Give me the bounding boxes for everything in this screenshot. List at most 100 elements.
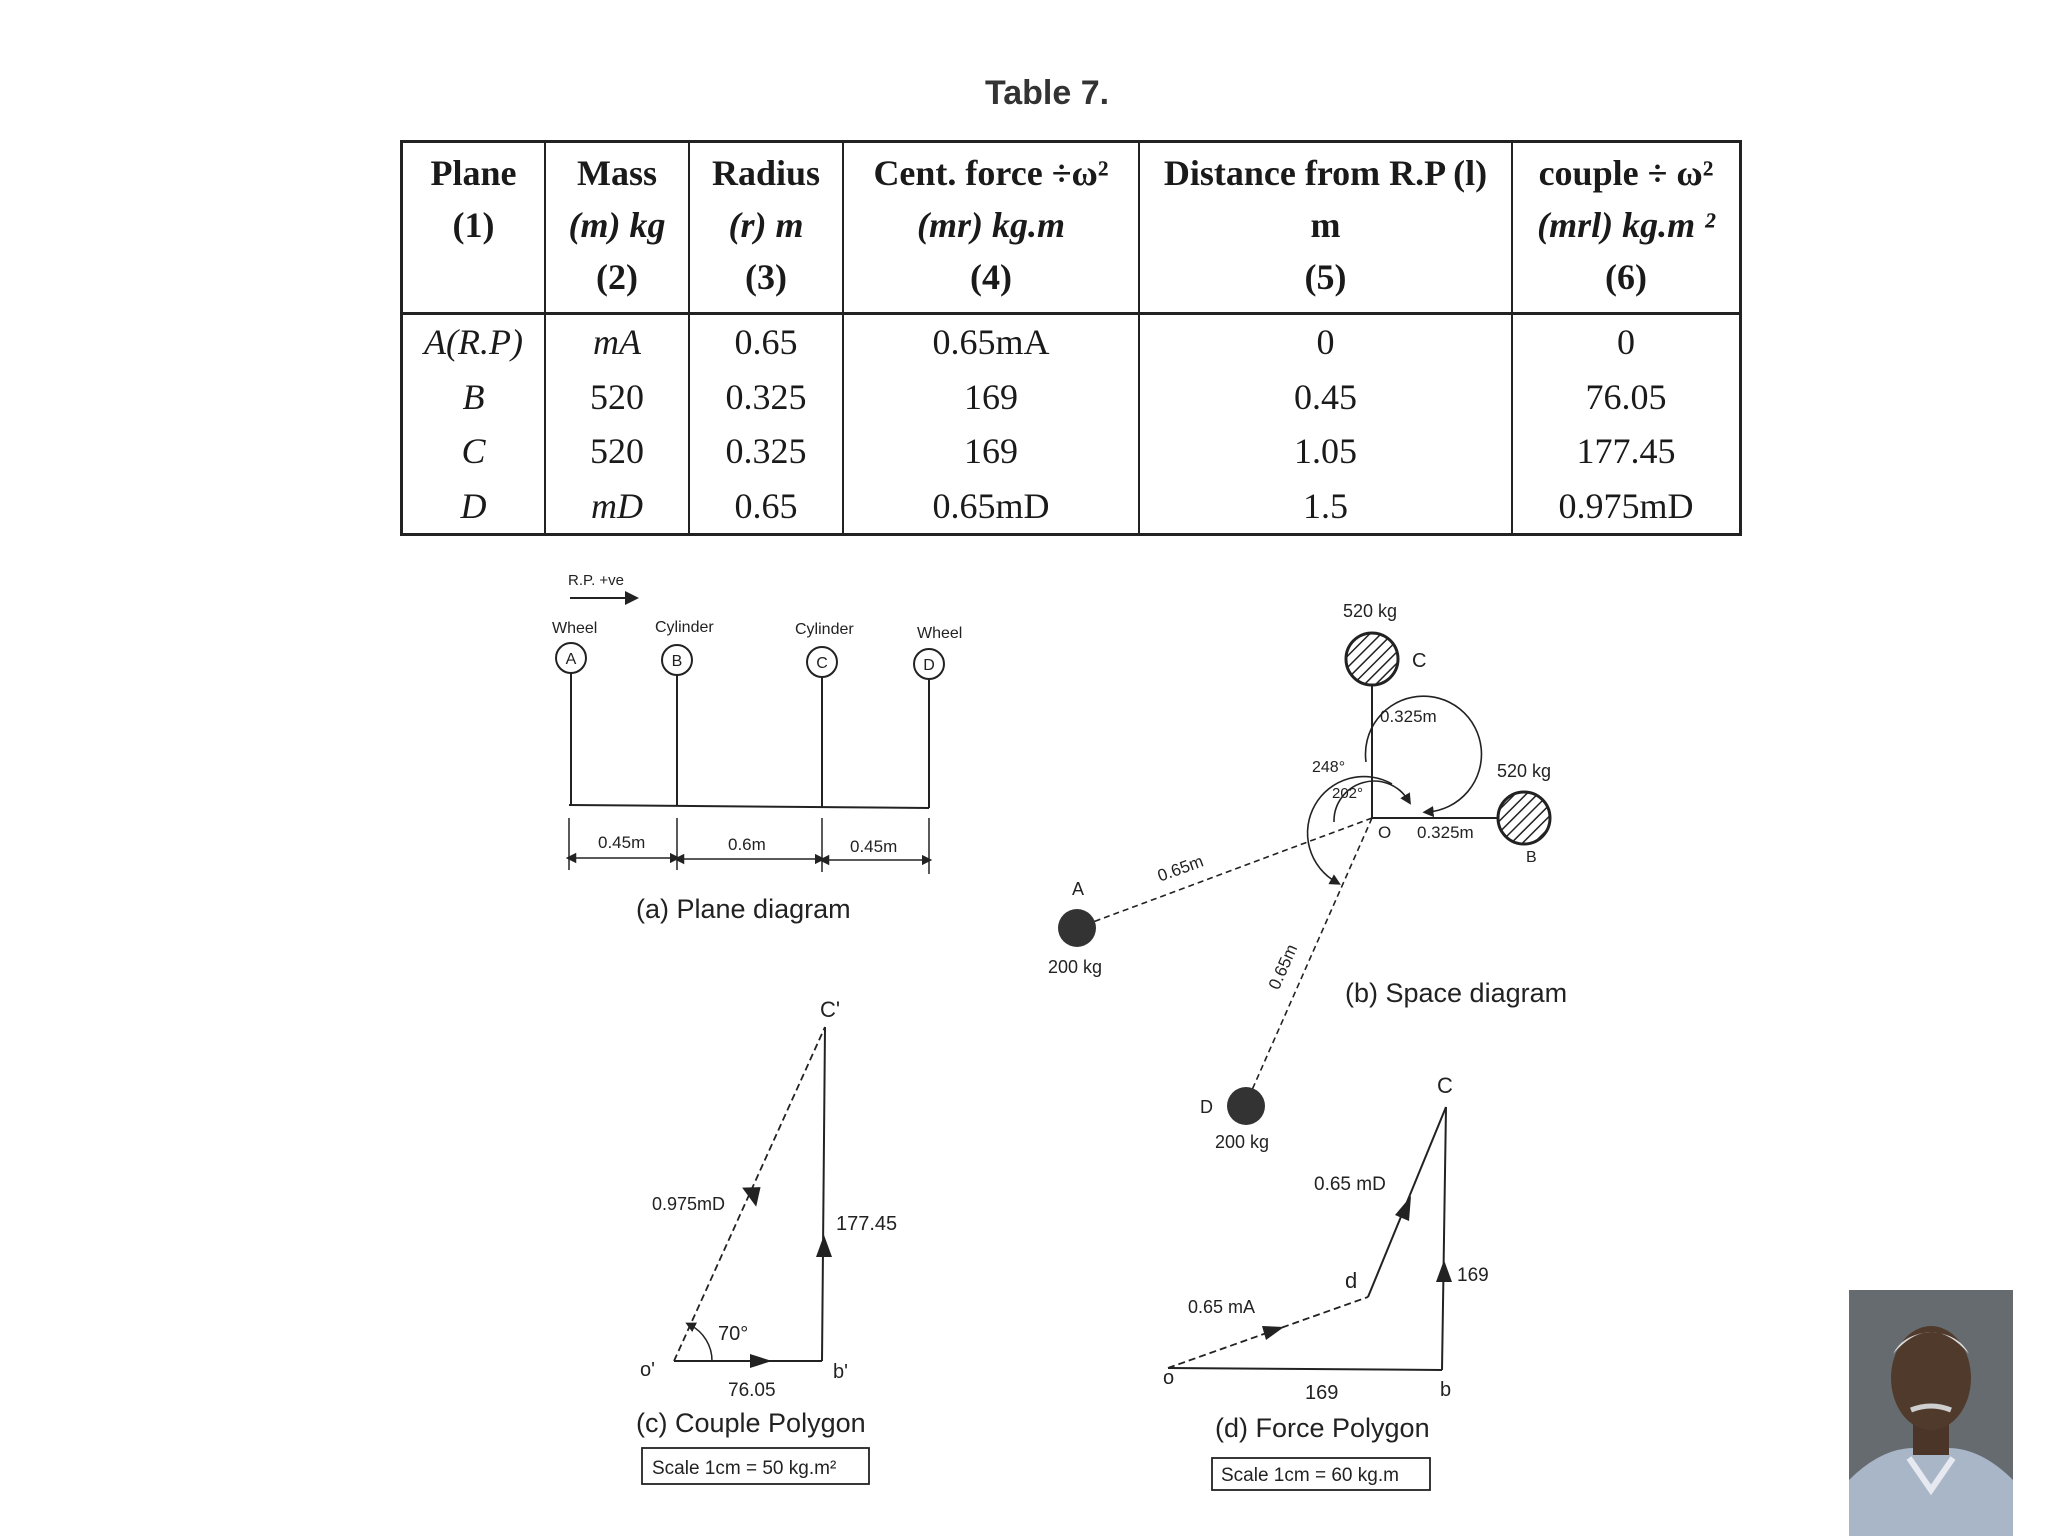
header-line: Plane [430,153,517,193]
letter-a: A [566,651,577,668]
header-cent-force: Cent. force ÷ω² (mr) kg.m (4) [842,141,1139,315]
radius-d: 0.65m [1265,941,1302,992]
cell-distance: 1.5 [1138,478,1512,535]
scale-force: Scale 1cm = 60 kg.m [1221,1465,1399,1486]
scale-box-couple [641,1447,870,1485]
table-row: B 520 0.325 169 0.45 76.05 [402,369,1741,424]
distance-ab: 0.45m [598,833,645,852]
header-line: m [1310,205,1341,245]
header-line: (1) [452,205,495,245]
letter-b: B [672,653,683,670]
header-line: Cent. force ÷ω² [873,153,1109,193]
label-c: C [1437,1073,1453,1098]
cell-force: 0.65mA [842,313,1139,370]
distance-bc: 0.6m [728,835,766,854]
scale-couple: Scale 1cm = 50 kg.m² [652,1458,836,1479]
side-ob [1167,1367,1443,1371]
header-line: couple ÷ ω² [1538,153,1714,193]
cell-couple: 0 [1511,313,1741,370]
arm-a [1092,817,1373,923]
caption-space: (b) Space diagram [1345,978,1567,1008]
caption-plane: (a) Plane diagram [636,894,851,924]
header-couple: couple ÷ ω² (mrl) kg.m ² (6) [1511,141,1741,315]
table-title-text: Table 7. [985,74,1110,112]
table-header-row: Plane (1) Mass (m) kg (2) Radius (r) m (… [401,141,1741,315]
label-ob: 76.05 [728,1380,776,1401]
header-line: (mrl) kg.m ² [1537,205,1715,245]
header-line: Mass [577,153,657,193]
mass-d: 200 kg [1215,1132,1269,1152]
cell-plane: B [462,376,485,417]
side-bc [821,1026,826,1362]
angle-70: 70° [718,1323,748,1345]
angle-202: 202° [1332,785,1363,802]
label-cylinder-b: Cylinder [655,619,714,636]
cell-radius: 0.65 [688,478,843,535]
cell-mass: mA [544,313,689,370]
cell-force: 169 [842,423,1139,479]
mass-a-circle [1058,909,1096,947]
person-icon [1849,1290,2013,1536]
header-line: Radius [711,153,821,193]
rp-label: R.P. +ve [568,572,624,589]
header-line: (3) [745,257,787,297]
mass-c-circle [1344,631,1400,687]
label-od: 0.65 mA [1188,1297,1255,1317]
side-oc [673,1026,826,1362]
arm-d [1251,817,1373,1091]
scale-box-force [1211,1457,1431,1491]
caption-couple: (c) Couple Polygon [636,1408,866,1438]
label-c-prime: C' [820,997,840,1022]
cell-couple: 177.45 [1511,423,1741,479]
label-b-prime: b' [833,1361,848,1383]
space-diagram: 520 kg C 0.325m 248° 202° O 0.325m 520 k… [1048,601,1567,1152]
header-line: (2) [596,257,638,297]
mass-d-circle [1227,1087,1265,1125]
radius-a: 0.65m [1155,852,1206,886]
label-cylinder-c: Cylinder [795,621,854,638]
letter-d: D [923,657,935,674]
cell-radius: 0.65 [688,313,843,370]
distance-cd: 0.45m [850,837,897,856]
header-mass: Mass (m) kg (2) [544,141,689,315]
letter-d: D [1200,1097,1213,1117]
cell-mass: mD [544,478,689,535]
header-line: (5) [1304,257,1347,297]
presenter-photo [1849,1290,2013,1536]
caption-force: (d) Force Polygon [1215,1413,1430,1443]
cell-force: 169 [842,369,1139,424]
data-table: Plane (1) Mass (m) kg (2) Radius (r) m (… [400,140,1742,536]
mass-a: 200 kg [1048,957,1102,977]
mass-c: 520 kg [1343,601,1397,621]
letter-b: B [1526,849,1537,866]
label-oc: 0.975mD [652,1194,725,1214]
cell-distance: 0 [1138,313,1512,370]
label-d: d [1345,1268,1357,1293]
letter-c: C [816,655,828,672]
cell-mass: 520 [544,423,689,479]
cell-plane: A(R.P) [424,322,523,363]
cell-force: 0.65mD [842,478,1139,535]
label-wheel-a: Wheel [552,620,597,637]
header-line: (m) kg [568,205,666,245]
header-radius: Radius (r) m (3) [688,141,843,315]
header-line: (r) m [728,205,804,245]
label-ob-169: 169 [1305,1382,1338,1404]
cell-plane: D [460,485,487,526]
label-wheel-d: Wheel [917,625,962,642]
label-o: o [1163,1367,1174,1389]
origin-o: O [1378,823,1391,842]
mass-b: 520 kg [1497,761,1551,781]
radius-c: 0.325m [1380,707,1437,726]
cell-distance: 0.45 [1138,369,1512,424]
label-b: b [1440,1379,1451,1401]
force-polygon: C 0.65 mD d 0.65 mA 169 o b 169 (d) Forc… [1163,1073,1489,1491]
label-bc-169: 169 [1457,1265,1489,1286]
table-row: D mD 0.65 0.65mD 1.5 0.975mD [402,478,1741,535]
letter-c: C [1412,650,1426,672]
table-title: Table 7. [985,74,1109,113]
letter-a: A [1072,879,1084,899]
table-row: A(R.P) mA 0.65 0.65mA 0 0 [402,313,1741,370]
header-line: (4) [970,257,1012,297]
